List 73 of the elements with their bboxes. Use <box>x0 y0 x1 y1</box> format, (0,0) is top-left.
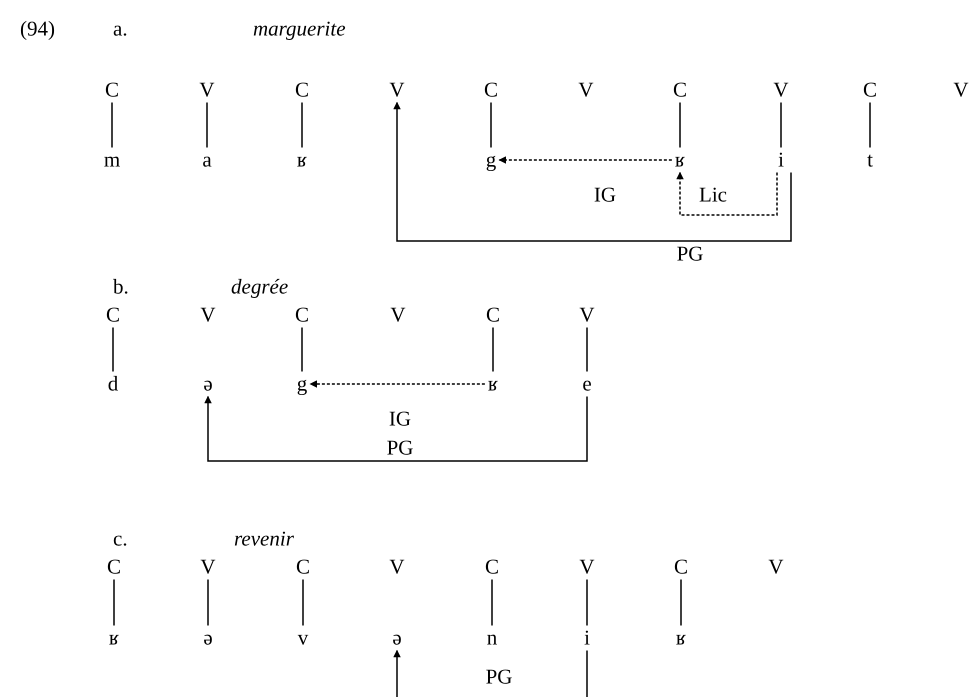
item-letter: c. <box>113 528 128 550</box>
segment-letter: e <box>582 374 592 394</box>
skeleton-slot-label: V <box>579 556 595 578</box>
segment-letter: i <box>584 628 590 648</box>
segment-letter: a <box>202 150 212 170</box>
government-arrow <box>498 156 672 164</box>
segment-letter: ʁ <box>676 628 686 648</box>
segment-letter: g <box>486 150 496 170</box>
association-line <box>490 102 492 148</box>
skeleton-slot-label: C <box>486 304 500 326</box>
example-number: (94) <box>20 18 55 40</box>
segment-letter: ə <box>203 628 213 648</box>
segment-letter: n <box>486 628 498 648</box>
skeleton-slot-label: V <box>389 556 405 578</box>
skeleton-slot-label: V <box>773 80 789 100</box>
association-line <box>207 580 209 626</box>
association-line <box>301 328 303 372</box>
association-line <box>491 580 493 626</box>
segment-letter: ə <box>203 374 213 394</box>
segment-letter: v <box>298 628 308 648</box>
example-word: revenir <box>234 528 294 550</box>
skeleton-slot-label: V <box>390 304 406 326</box>
association-line <box>679 102 681 148</box>
association-line <box>111 102 113 148</box>
association-line <box>586 328 588 372</box>
association-line <box>586 580 588 626</box>
association-line <box>113 580 115 626</box>
association-line <box>112 328 114 372</box>
skeleton-slot-label: C <box>485 556 499 578</box>
association-line <box>780 102 782 148</box>
government-arrow <box>310 380 485 388</box>
skeleton-slot-label: V <box>389 80 405 100</box>
segment-letter: i <box>778 150 784 170</box>
association-line <box>206 102 208 148</box>
government-arrow <box>204 396 588 462</box>
segment-letter: ʁ <box>488 374 498 394</box>
skeleton-slot-label: V <box>578 80 594 100</box>
skeleton-slot-label: V <box>199 80 215 100</box>
skeleton-slot-label: C <box>107 556 121 578</box>
government-arrow <box>676 172 778 216</box>
association-line <box>492 328 494 372</box>
segment-letter: t <box>867 150 873 170</box>
government-arrow <box>393 650 588 697</box>
segment-letter: ə <box>392 628 402 648</box>
association-line <box>302 580 304 626</box>
skeleton-slot-label: C <box>295 304 309 326</box>
segment-letter: g <box>296 374 308 394</box>
skeleton-slot-label: C <box>673 80 687 100</box>
item-letter: a. <box>113 18 128 40</box>
association-line <box>869 102 871 148</box>
skeleton-slot-label: C <box>296 556 310 578</box>
item-letter: b. <box>113 276 129 298</box>
skeleton-slot-label: C <box>295 80 309 100</box>
example-word: marguerite <box>253 18 346 40</box>
skeleton-slot-label: C <box>674 556 688 578</box>
skeleton-slot-label: V <box>953 80 969 100</box>
skeleton-slot-label: V <box>579 304 595 326</box>
example-word: degrée <box>231 276 288 298</box>
association-line <box>301 102 303 148</box>
skeleton-slot-label: C <box>105 80 119 100</box>
government-arrow <box>393 102 792 242</box>
segment-letter: ʁ <box>108 628 120 648</box>
skeleton-slot-label: C <box>484 80 498 100</box>
skeleton-slot-label: V <box>200 556 216 578</box>
segment-letter: m <box>104 150 120 170</box>
skeleton-slot-label: C <box>106 304 120 326</box>
skeleton-slot-label: C <box>863 80 877 100</box>
skeleton-slot-label: V <box>200 304 216 326</box>
segment-letter: d <box>108 374 118 394</box>
segment-letter: ʁ <box>674 150 686 170</box>
association-line <box>680 580 682 626</box>
skeleton-slot-label: V <box>768 556 784 578</box>
segment-letter: ʁ <box>296 150 308 170</box>
